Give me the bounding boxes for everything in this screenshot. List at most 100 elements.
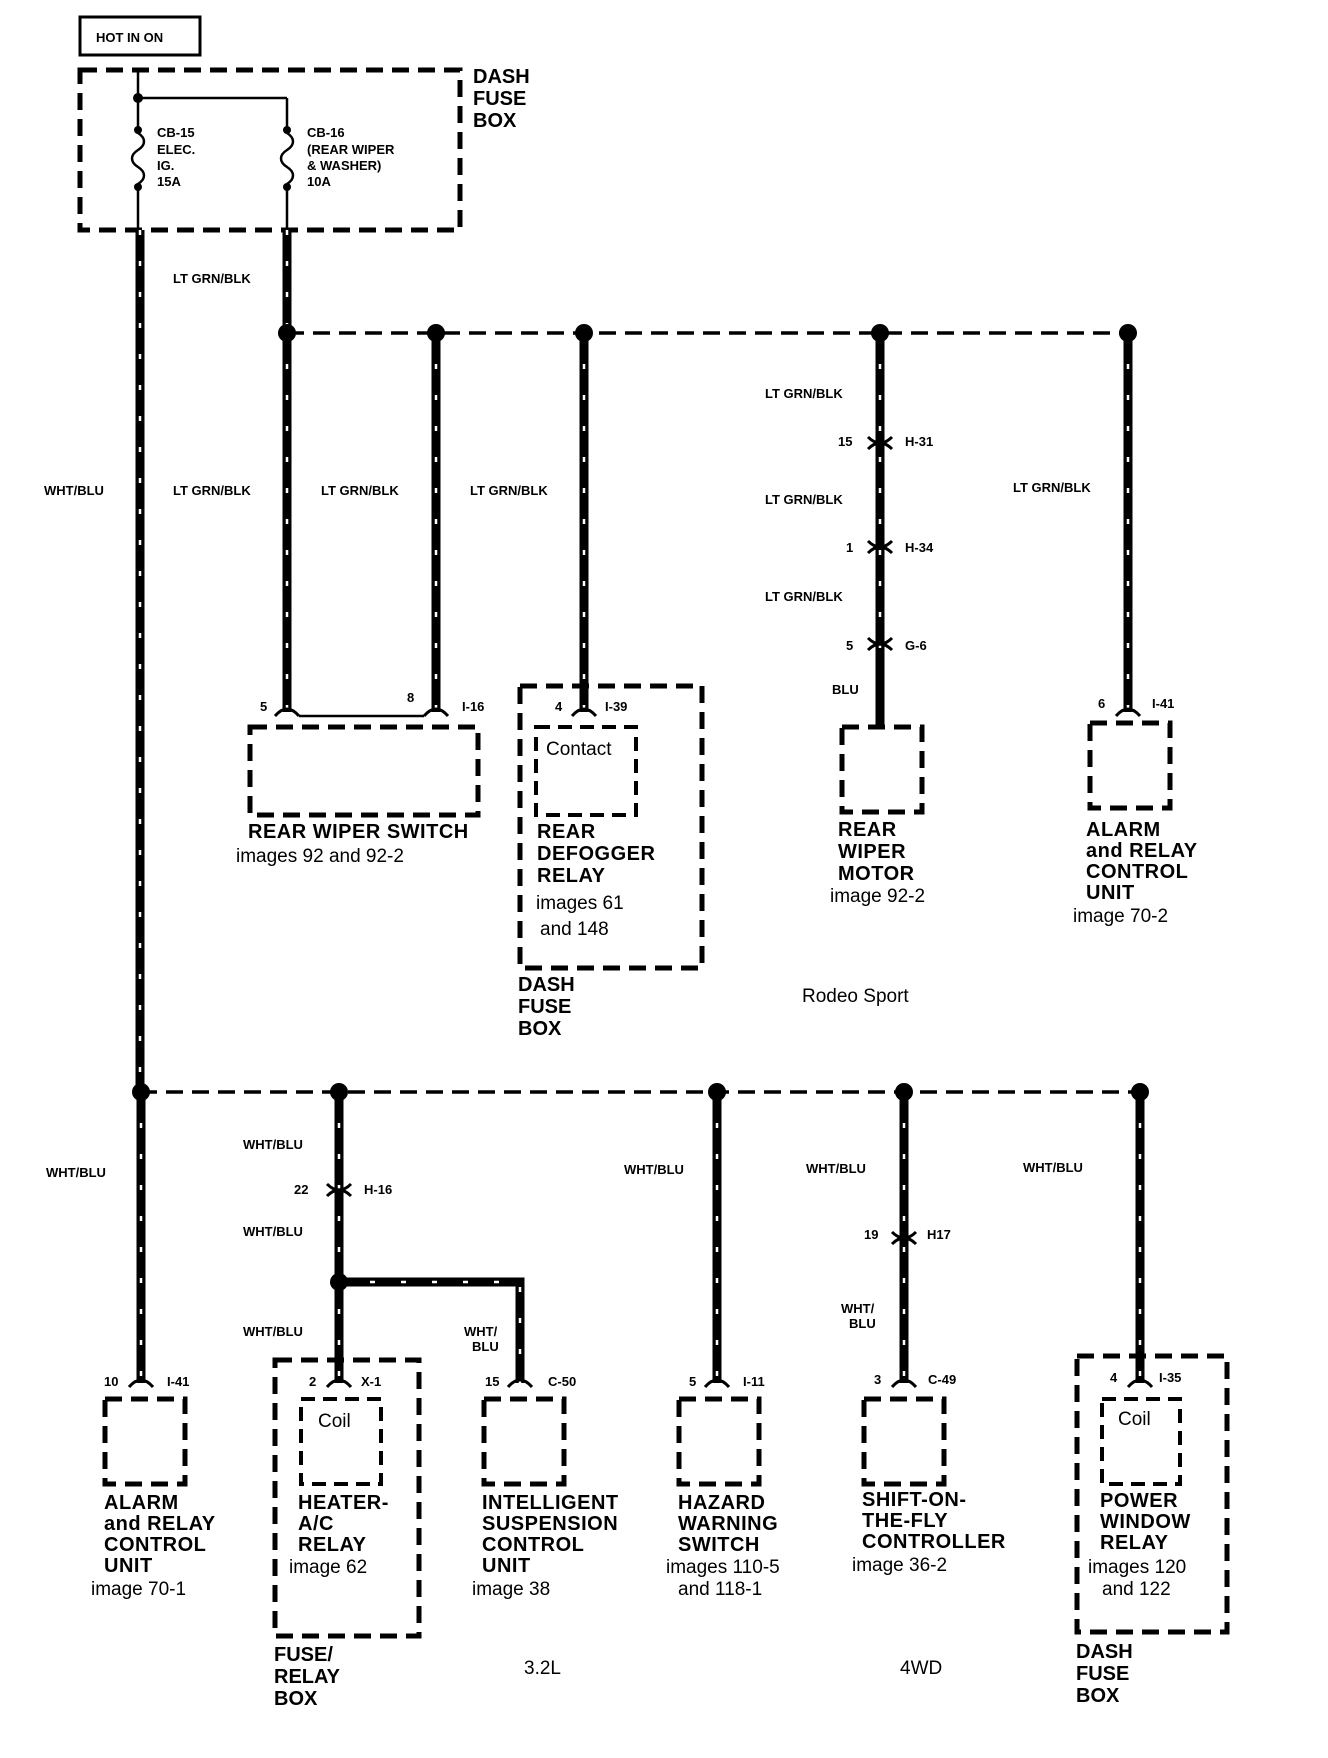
defogger-ref: images 61 and 148 xyxy=(536,893,629,940)
device-connector-carets xyxy=(127,707,1154,1389)
power-window-ref: images 120 and 122 xyxy=(1088,1557,1192,1600)
conn-h16-pin: 22 xyxy=(294,1182,308,1197)
wire-label-motor-2: LT GRN/BLK xyxy=(765,492,843,507)
alarm-bottom-box xyxy=(102,1396,188,1487)
conn-h34-pin: 1 xyxy=(846,540,853,555)
suspension-name: INTELLIGENT SUSPENSION CONTROL UNIT xyxy=(482,1492,625,1577)
conn-h16-id: H-16 xyxy=(364,1182,392,1197)
heater-pin: 2 xyxy=(309,1374,316,1389)
inline-connectors xyxy=(325,435,918,1246)
wire-label-power-window: WHT/BLU xyxy=(1023,1160,1083,1175)
wire-label-wiper-switch-pin8: LT GRN/BLK xyxy=(321,483,399,498)
wire-label-heater-1: WHT/BLU xyxy=(243,1137,303,1152)
wiper-switch-connector: I-16 xyxy=(462,699,484,714)
rodeo-sport-note: Rodeo Sport xyxy=(802,986,909,1007)
shift-controller-box xyxy=(861,1396,947,1487)
alarm-bottom-name: ALARM and RELAY CONTROL UNIT xyxy=(104,1492,221,1577)
rear-wiper-switch-ref: images 92 and 92-2 xyxy=(236,846,404,867)
wire-label-cb16-out: LT GRN/BLK xyxy=(173,271,251,286)
wiper-motor-name: REAR WIPER MOTOR xyxy=(838,819,915,885)
hazard-ref: images 110-5 and 118-1 xyxy=(666,1557,785,1600)
dash-fuse-box-defogger xyxy=(517,683,705,971)
dash-fuse-box xyxy=(77,67,463,233)
shift-pin: 3 xyxy=(874,1372,881,1387)
suspension-ref: image 38 xyxy=(472,1579,550,1600)
rear-wiper-switch-name: REAR WIPER SWITCH xyxy=(248,821,469,843)
power-window-name: POWER WINDOW RELAY xyxy=(1100,1490,1197,1554)
fuse-internal-wiring xyxy=(133,70,289,230)
rear-wiper-motor-box xyxy=(839,724,925,815)
wire-label-motor-3: LT GRN/BLK xyxy=(765,589,843,604)
defogger-pin: 4 xyxy=(555,699,563,714)
heater-name: HEATER- A/C RELAY xyxy=(298,1492,395,1556)
hazard-name: HAZARD WARNING SWITCH xyxy=(678,1492,784,1556)
alarm-top-name: ALARM and RELAY CONTROL UNIT xyxy=(1086,819,1203,904)
dash-fuse-box-power-window xyxy=(1074,1353,1230,1635)
shift-controller-ref: image 36-2 xyxy=(852,1555,947,1576)
hot-in-on-box xyxy=(78,15,202,57)
heater-coil-label: Coil xyxy=(318,1411,351,1432)
wire-label-wiper-switch-pin5: LT GRN/BLK xyxy=(173,483,251,498)
wire-label-shift-2: WHT/BLU xyxy=(841,1301,876,1331)
wire-label-motor-1: LT GRN/BLK xyxy=(765,386,843,401)
hazard-switch-box xyxy=(676,1396,762,1487)
fuse-relay-box xyxy=(272,1357,422,1639)
wire-label-main-feed: WHT/BLU xyxy=(44,483,104,498)
wire-label-heater-2: WHT/BLU xyxy=(243,1224,303,1239)
alarm-top-box xyxy=(1087,720,1173,811)
wire-label-alarm-bottom: WHT/BLU xyxy=(46,1165,106,1180)
alarm-bottom-pin: 10 xyxy=(104,1374,118,1389)
wiper-switch-pin8: 8 xyxy=(407,690,414,705)
wire-label-suspension: WHT/BLU xyxy=(464,1324,499,1354)
heater-location: FUSE/ RELAY BOX xyxy=(274,1644,345,1710)
defogger-name: REAR DEFOGGER RELAY xyxy=(537,821,662,887)
wire-label-heater-3: WHT/BLU xyxy=(243,1324,303,1339)
wires xyxy=(135,230,1145,1383)
rear-wiper-switch-box xyxy=(247,724,481,818)
cb15-label: CB-15 ELEC. IG. 15A xyxy=(157,125,199,189)
power-window-coil-box xyxy=(1100,1397,1182,1486)
defogger-connector: I-39 xyxy=(605,699,627,714)
conn-h17-pin: 19 xyxy=(864,1227,878,1242)
circuit-breaker-cb16 xyxy=(279,126,295,191)
conn-h31-id: H-31 xyxy=(905,434,933,449)
heater-ref: image 62 xyxy=(289,1557,367,1578)
power-window-coil-label: Coil xyxy=(1118,1409,1151,1430)
hot-in-on-label: HOT IN ON xyxy=(96,30,163,45)
hazard-pin: 5 xyxy=(689,1374,696,1389)
defogger-contact-box xyxy=(534,725,638,817)
conn-g6-id: G-6 xyxy=(905,638,927,653)
circuit-breaker-cb15 xyxy=(130,126,146,191)
wire-label-hazard: WHT/BLU xyxy=(624,1162,684,1177)
conn-h31-pin: 15 xyxy=(838,434,852,449)
shift-connector: C-49 xyxy=(928,1372,956,1387)
suspension-pin: 15 xyxy=(485,1374,499,1389)
wire-suspension-stripe xyxy=(339,1280,522,1383)
power-window-pin: 4 xyxy=(1110,1370,1118,1385)
conn-h17-id: H17 xyxy=(927,1227,951,1242)
wire-label-defogger: LT GRN/BLK xyxy=(470,483,548,498)
wire-label-motor-4: BLU xyxy=(832,682,859,697)
wiper-motor-ref: image 92-2 xyxy=(830,886,925,907)
wire-label-alarm-top: LT GRN/BLK xyxy=(1013,480,1091,495)
suspension-box xyxy=(481,1396,567,1487)
cb16-label: CB-16 (REAR WIPER & WASHER) 10A xyxy=(307,125,398,189)
alarm-top-connector: I-41 xyxy=(1152,696,1174,711)
alarm-top-ref: image 70-2 xyxy=(1073,906,1168,927)
defogger-contact-label: Contact xyxy=(546,739,612,760)
alarm-top-pin: 6 xyxy=(1098,696,1105,711)
conn-g6-pin: 5 xyxy=(846,638,853,653)
heater-connector: X-1 xyxy=(361,1374,381,1389)
hazard-connector: I-11 xyxy=(743,1374,765,1389)
drive-note: 4WD xyxy=(900,1658,942,1679)
wire-label-shift-1: WHT/BLU xyxy=(806,1161,866,1176)
engine-note: 3.2L xyxy=(524,1658,561,1679)
alarm-bottom-connector: I-41 xyxy=(167,1374,189,1389)
heater-coil-box xyxy=(299,1397,383,1486)
power-window-connector: I-35 xyxy=(1159,1370,1181,1385)
shift-controller-name: SHIFT-ON- THE-FLY CONTROLLER xyxy=(862,1489,1006,1553)
defogger-location: DASH FUSE BOX xyxy=(518,974,580,1040)
alarm-bottom-ref: image 70-1 xyxy=(91,1579,186,1600)
